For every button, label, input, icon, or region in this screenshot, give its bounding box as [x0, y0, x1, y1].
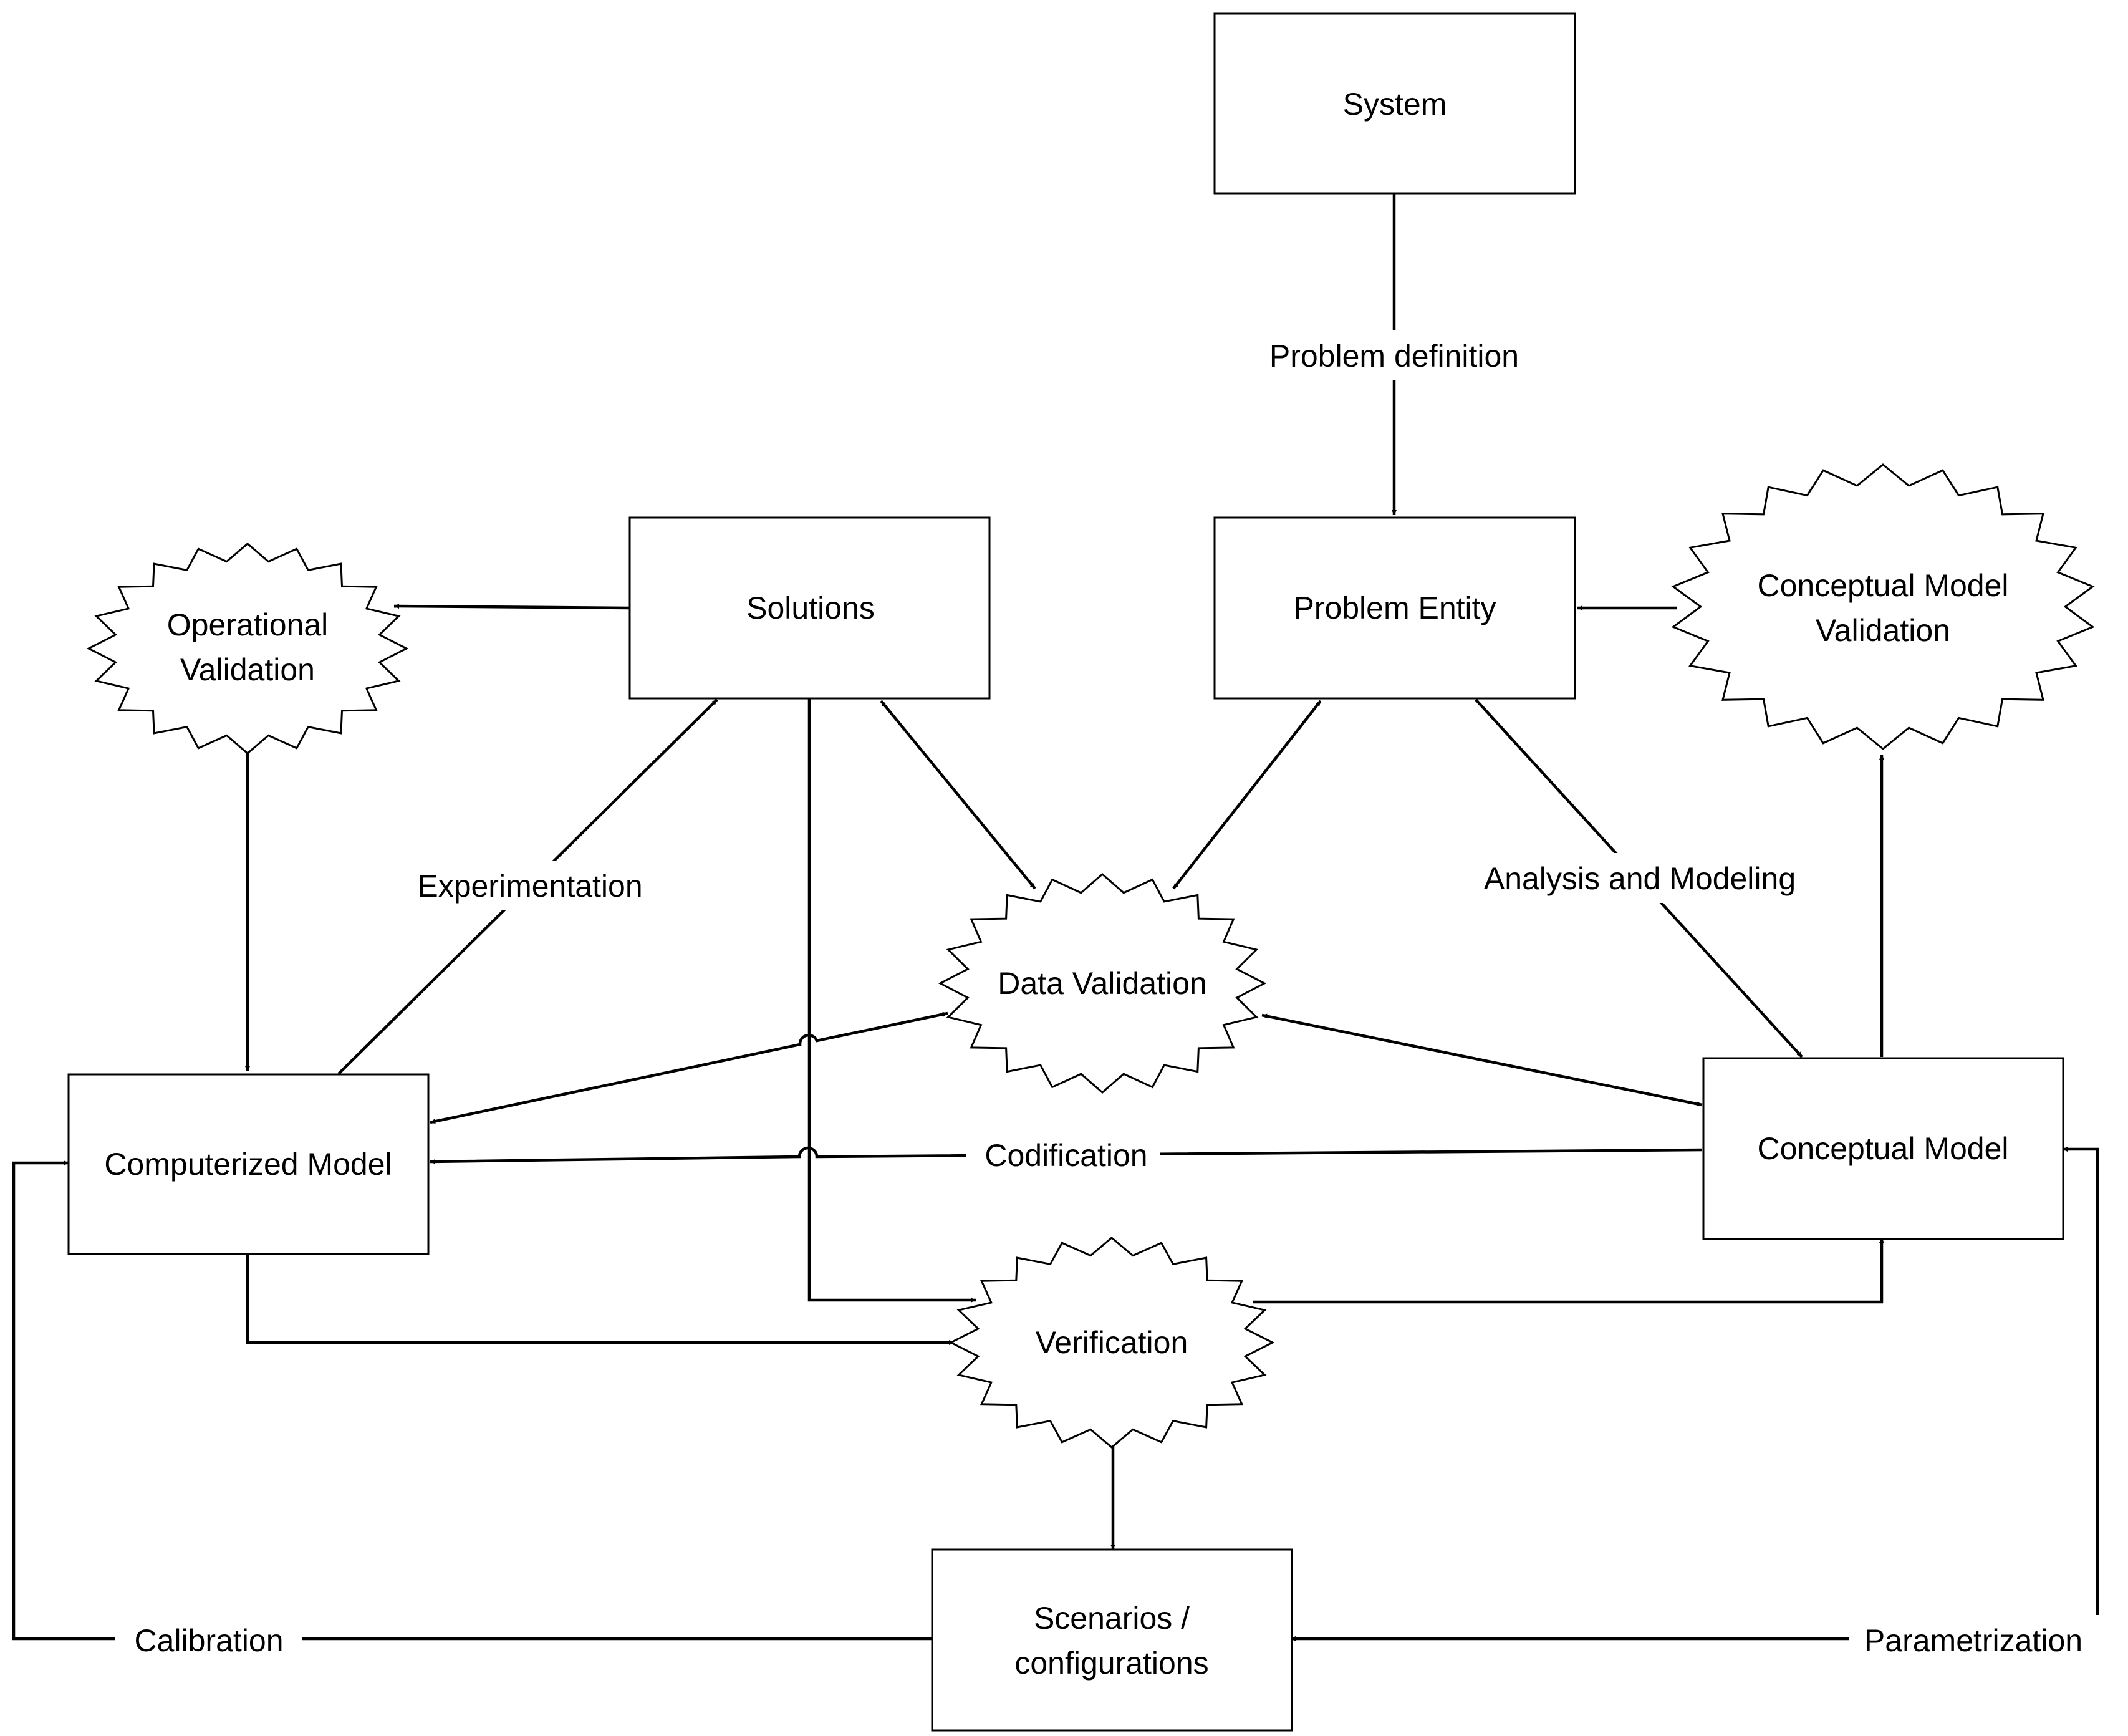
edge-data-validation-computerized-model [430, 1011, 948, 1124]
edge-calibration [12, 1160, 932, 1641]
edge-verification-to-conceptual-model [1253, 1238, 1884, 1304]
node-scenarios-configurations: Scenarios / configurations [931, 1548, 1293, 1732]
edge-label-experimentation: Experimentation [393, 861, 667, 910]
edge-label-analysis-modeling-text: Analysis and Modeling [1484, 861, 1796, 896]
node-scenarios-label-line2: configurations [1014, 1646, 1208, 1681]
edge-data-validation-conceptual-model [1261, 1013, 1703, 1107]
node-data-validation-label: Data Validation [998, 966, 1206, 1001]
node-system: System [1213, 12, 1576, 195]
node-conceptual-model-label: Conceptual Model [1757, 1131, 2008, 1166]
edge-computerized-model-to-verification [246, 1253, 954, 1345]
node-computerized-model: Computerized Model [67, 1073, 430, 1255]
edge-label-calibration-text: Calibration [134, 1623, 283, 1658]
edge-solutions-data-validation [880, 700, 1036, 890]
edge-parametrization [2063, 1147, 2099, 1639]
node-system-label: System [1343, 87, 1447, 122]
node-problem-entity: Problem Entity [1213, 516, 1576, 700]
node-solutions: Solutions [628, 516, 991, 700]
edge-label-problem-definition-text: Problem definition [1269, 339, 1519, 374]
node-operational-validation: Operational Validation [86, 542, 409, 755]
node-conceptual-model: Conceptual Model [1702, 1057, 2064, 1240]
edge-label-analysis-modeling: Analysis and Modeling [1459, 853, 1821, 903]
node-data-validation: Data Validation [938, 873, 1267, 1094]
node-computerized-model-label: Computerized Model [104, 1147, 392, 1182]
node-conceptual-model-validation-label-line2: Validation [1816, 613, 1950, 648]
node-problem-entity-label: Problem Entity [1293, 591, 1496, 625]
node-conceptual-model-validation-label-line1: Conceptual Model [1757, 568, 2008, 603]
edge-label-codification-text: Codification [985, 1138, 1147, 1173]
node-verification: Verification [948, 1237, 1275, 1449]
node-operational-validation-label-line1: Operational [167, 607, 329, 642]
node-conceptual-model-validation: Conceptual Model Validation [1671, 463, 2095, 750]
edge-label-parametrization: Parametrization [1849, 1615, 2101, 1665]
edge-label-codification: Codification [966, 1130, 1160, 1180]
edge-solutions-to-verification [807, 698, 976, 1303]
node-solutions-label: Solutions [746, 591, 875, 625]
edge-label-problem-definition: Problem definition [1244, 330, 1544, 380]
edge-label-experimentation-text: Experimentation [417, 869, 642, 904]
node-scenarios-label-line1: Scenarios / [1034, 1601, 1190, 1636]
node-verification-label: Verification [1036, 1325, 1188, 1360]
edge-problem-entity-data-validation [1172, 700, 1322, 890]
edge-solutions-to-operational-validation [393, 604, 630, 610]
edge-label-calibration: Calibration [115, 1615, 302, 1665]
node-operational-validation-label-line2: Validation [180, 652, 315, 687]
edge-label-parametrization-text: Parametrization [1864, 1623, 2082, 1658]
